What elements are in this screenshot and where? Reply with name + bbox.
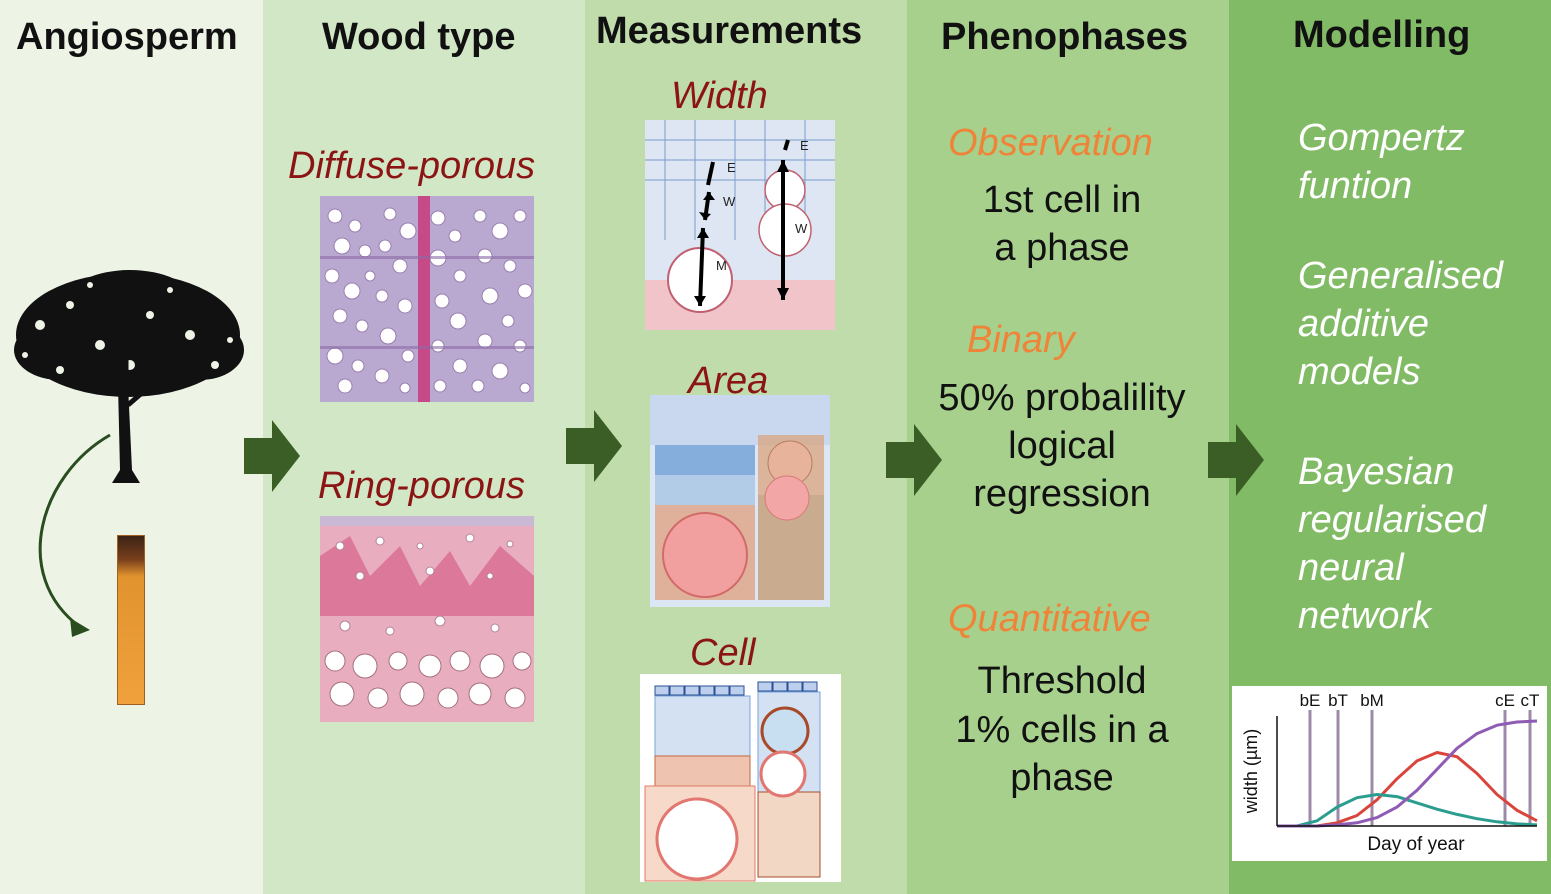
flow-arrow-3 <box>886 424 942 496</box>
width-mark-e1: E <box>727 160 736 175</box>
measurements-header: Measurements <box>596 10 863 52</box>
modelling-header: Modelling <box>1293 14 1471 56</box>
binary-text-1: 50% probalility <box>938 377 1186 419</box>
model-gompertz-2: funtion <box>1298 165 1413 207</box>
model-bayes-3: neural <box>1298 547 1404 589</box>
model-bayes-1: Bayesian <box>1298 451 1455 493</box>
width-mark-w1: W <box>723 194 736 209</box>
model-gam-3: models <box>1298 351 1421 393</box>
ring-porous-label: Ring-porous <box>318 465 525 507</box>
wood-type-column <box>263 0 585 894</box>
cell-label: Cell <box>690 632 756 674</box>
model-bayes-2: regularised <box>1298 499 1486 541</box>
chart-marker-label-bT: bT <box>1328 691 1348 710</box>
width-mark-m1: M <box>716 258 727 273</box>
diffuse-porous-micrograph <box>320 196 534 402</box>
wood-type-header: Wood type <box>322 16 516 58</box>
angiosperm-column <box>0 0 263 894</box>
chart-marker-label-bM: bM <box>1360 691 1384 710</box>
quantitative-text-2: 1% cells in a <box>955 709 1169 751</box>
area-micrograph <box>650 395 830 607</box>
ring-porous-micrograph <box>320 516 534 722</box>
width-micrograph: E W M E W <box>645 120 835 330</box>
model-gompertz-1: Gompertz <box>1298 117 1465 159</box>
chart-marker-label-cT: cT <box>1521 691 1540 710</box>
phenophases-column <box>907 0 1229 894</box>
angiosperm-header: Angiosperm <box>16 16 238 58</box>
width-mark-e2: E <box>800 138 809 153</box>
chart-marker-label-bE: bE <box>1300 691 1321 710</box>
phenophases-header: Phenophases <box>941 16 1189 58</box>
chart-y-label: width (µm) <box>1241 729 1261 814</box>
binary-text-3: regression <box>973 473 1151 515</box>
growth-chart: bE bT bM cE cT Day of year width (µm) <box>1232 686 1547 861</box>
flow-arrow-1 <box>244 420 300 492</box>
flow-arrow-2 <box>566 410 622 482</box>
tree-illustration <box>14 270 244 637</box>
observation-text-1: 1st cell in <box>982 179 1142 221</box>
quantitative-label: Quantitative <box>948 598 1151 640</box>
model-gam-2: additive <box>1298 303 1429 345</box>
width-mark-w2: W <box>795 221 808 236</box>
observation-text-2: a phase <box>994 227 1130 269</box>
model-bayes-4: network <box>1298 595 1432 637</box>
quantitative-text-3: phase <box>1010 757 1114 799</box>
cell-diagram <box>640 674 841 882</box>
binary-label: Binary <box>967 319 1075 361</box>
chart-marker-label-cE: cE <box>1495 691 1515 710</box>
observation-label: Observation <box>948 122 1153 164</box>
diffuse-porous-label: Diffuse-porous <box>288 145 536 187</box>
model-gam-1: Generalised <box>1298 255 1503 297</box>
binary-text-2: logical <box>1008 425 1116 467</box>
quantitative-text-1: Threshold <box>977 660 1147 702</box>
chart-x-label: Day of year <box>1367 834 1465 855</box>
flow-arrow-4 <box>1208 424 1264 496</box>
wood-core-sample <box>117 535 145 705</box>
width-label: Width <box>671 75 768 117</box>
